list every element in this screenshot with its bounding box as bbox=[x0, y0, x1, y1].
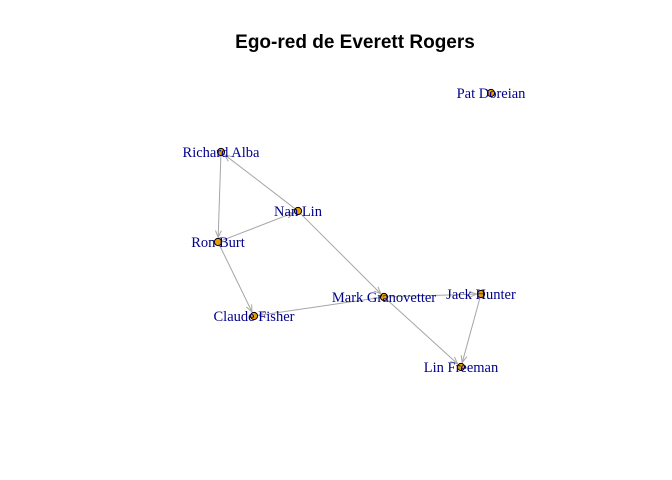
edge-granovetter-to-freeman bbox=[386, 299, 458, 363]
diagram-title: Ego-red de Everett Rogers bbox=[235, 32, 475, 53]
edges-layer bbox=[218, 155, 481, 364]
node-burt bbox=[213, 237, 223, 247]
node-label-alba: Richard Alba bbox=[183, 145, 260, 161]
node-label-granovetter: Mark Granovetter bbox=[332, 290, 436, 306]
node-label-freeman: Lin Freeman bbox=[424, 360, 499, 376]
node-label-pat: Pat Doreian bbox=[457, 86, 527, 102]
nodes-layer bbox=[213, 88, 496, 372]
node-label-lin: Nan Lin bbox=[274, 204, 323, 220]
edge-lin-to-granovetter bbox=[300, 213, 381, 294]
edge-burt-to-lin bbox=[221, 213, 293, 242]
node-label-fisher: Claude Fisher bbox=[214, 309, 295, 325]
node-freeman bbox=[456, 362, 466, 372]
node-hunter bbox=[476, 289, 486, 299]
edge-alba-to-burt bbox=[218, 155, 221, 238]
node-lin bbox=[293, 206, 303, 216]
edge-granovetter-to-hunter bbox=[387, 294, 477, 297]
node-alba bbox=[216, 147, 226, 157]
node-granovetter bbox=[379, 292, 389, 302]
edge-granovetter-to-fisher bbox=[259, 297, 381, 316]
node-label-burt: Ron Burt bbox=[191, 235, 245, 251]
node-pat bbox=[486, 88, 496, 98]
node-fisher bbox=[249, 311, 259, 321]
edge-burt-to-fisher bbox=[219, 245, 252, 312]
edge-lin-to-alba bbox=[225, 155, 296, 210]
node-label-hunter: Jack Hunter bbox=[446, 287, 516, 303]
edge-hunter-to-freeman bbox=[462, 297, 481, 362]
